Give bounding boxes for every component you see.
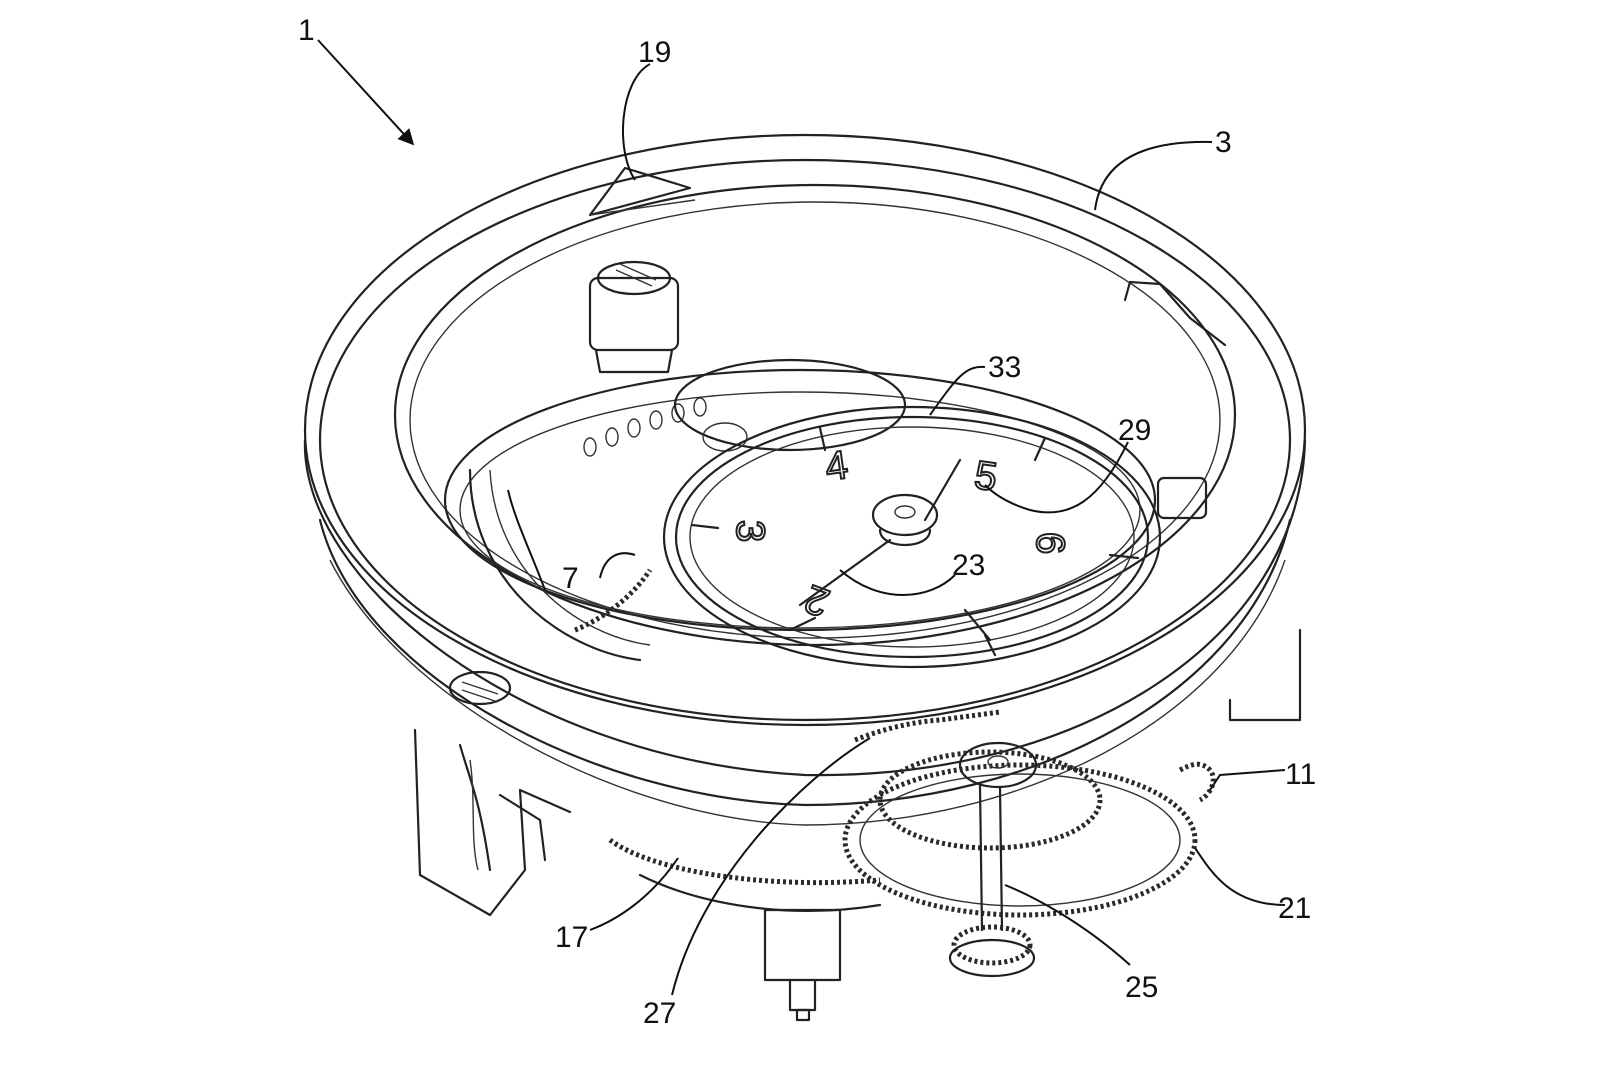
ref-29: 29 (1118, 414, 1151, 447)
stem (765, 910, 840, 1020)
leader-11 (1210, 770, 1285, 790)
left-pillar (415, 730, 570, 915)
leader-25 (1005, 885, 1130, 965)
right-pillar (1230, 630, 1300, 720)
hub (873, 495, 937, 545)
ref-23: 23 (952, 549, 985, 582)
ref-33: 33 (988, 351, 1021, 384)
dial-numeral-3: 3 (728, 520, 772, 542)
ref-3: 3 (1215, 126, 1232, 159)
leader-23 (840, 570, 955, 595)
leader-17 (590, 858, 678, 930)
pinion-11 (1180, 764, 1213, 800)
leader-3 (1095, 142, 1212, 210)
ref-11: 11 (1285, 758, 1316, 791)
ref-7: 7 (562, 562, 579, 595)
cage-holes (584, 398, 706, 456)
outer-ring (305, 135, 1305, 825)
wheel-21-rim (860, 774, 1180, 906)
screw-top (590, 262, 678, 372)
ref-25: 25 (1125, 971, 1158, 1004)
index-marker (590, 168, 695, 215)
ref-21: 21 (1278, 892, 1311, 925)
ref-17: 17 (555, 921, 588, 954)
dial-numeral-6: 6 (1028, 532, 1072, 554)
leader-21 (1195, 848, 1285, 905)
leader-29 (985, 442, 1128, 512)
leader-19 (623, 64, 650, 180)
ref-27: 27 (643, 997, 676, 1030)
leader-7 (600, 553, 635, 578)
ref-1-arrow (318, 40, 412, 143)
dial-numeral-4: 4 (823, 443, 851, 490)
wheel-17 (610, 840, 880, 883)
barrel (675, 360, 905, 451)
ref-19: 19 (638, 36, 671, 69)
ref-1: 1 (298, 14, 315, 47)
